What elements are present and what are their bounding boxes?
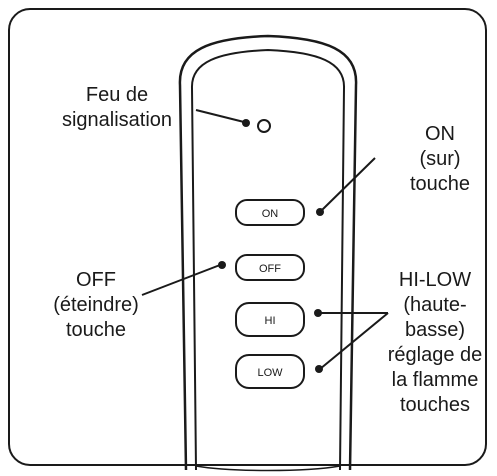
remote-inner-body xyxy=(190,48,346,471)
off-label-line-1: OFF xyxy=(76,269,116,291)
hilow-label-line-4: réglage de xyxy=(387,344,483,366)
low-button[interactable]: LOW xyxy=(235,354,305,389)
hilow-label-line-2: (haute- xyxy=(403,294,467,316)
on-label: ON (sur) touche xyxy=(390,122,490,197)
on-label-line-3: touche xyxy=(409,173,471,195)
remote-outer-body xyxy=(178,34,358,471)
indicator-label-line-2: signalisation xyxy=(61,109,173,131)
off-button[interactable]: OFF xyxy=(235,254,305,281)
on-label-line-1: ON xyxy=(425,123,455,145)
hi-button-label: HI xyxy=(265,315,276,327)
indicator-light xyxy=(257,119,271,133)
low-leader xyxy=(315,312,389,373)
indicator-label-line-1: Feu de xyxy=(85,84,149,106)
indicator-leader xyxy=(195,109,250,127)
off-label-line-2: (éteindre) xyxy=(53,294,139,316)
off-label: OFF (éteindre) touche xyxy=(36,268,156,343)
on-leader xyxy=(316,157,376,216)
off-leader xyxy=(141,261,226,296)
hi-leader xyxy=(314,309,388,317)
hilow-label-line-1: HI-LOW xyxy=(398,269,472,291)
on-label-line-2: (sur) xyxy=(419,148,461,170)
hilow-label-line-5: la flamme xyxy=(391,369,479,391)
on-button-label: ON xyxy=(262,208,279,220)
hilow-label-line-6: touches xyxy=(399,394,471,416)
indicator-label: Feu de signalisation xyxy=(38,83,196,133)
hilow-label-line-3: basse) xyxy=(404,319,466,341)
off-button-label: OFF xyxy=(259,263,281,275)
hilow-label: HI-LOW (haute- basse) réglage de la flam… xyxy=(376,268,494,418)
hi-button[interactable]: HI xyxy=(235,302,305,337)
off-label-line-3: touche xyxy=(65,319,127,341)
diagram-frame xyxy=(8,8,487,466)
low-button-label: LOW xyxy=(257,367,283,379)
on-button[interactable]: ON xyxy=(235,199,305,226)
